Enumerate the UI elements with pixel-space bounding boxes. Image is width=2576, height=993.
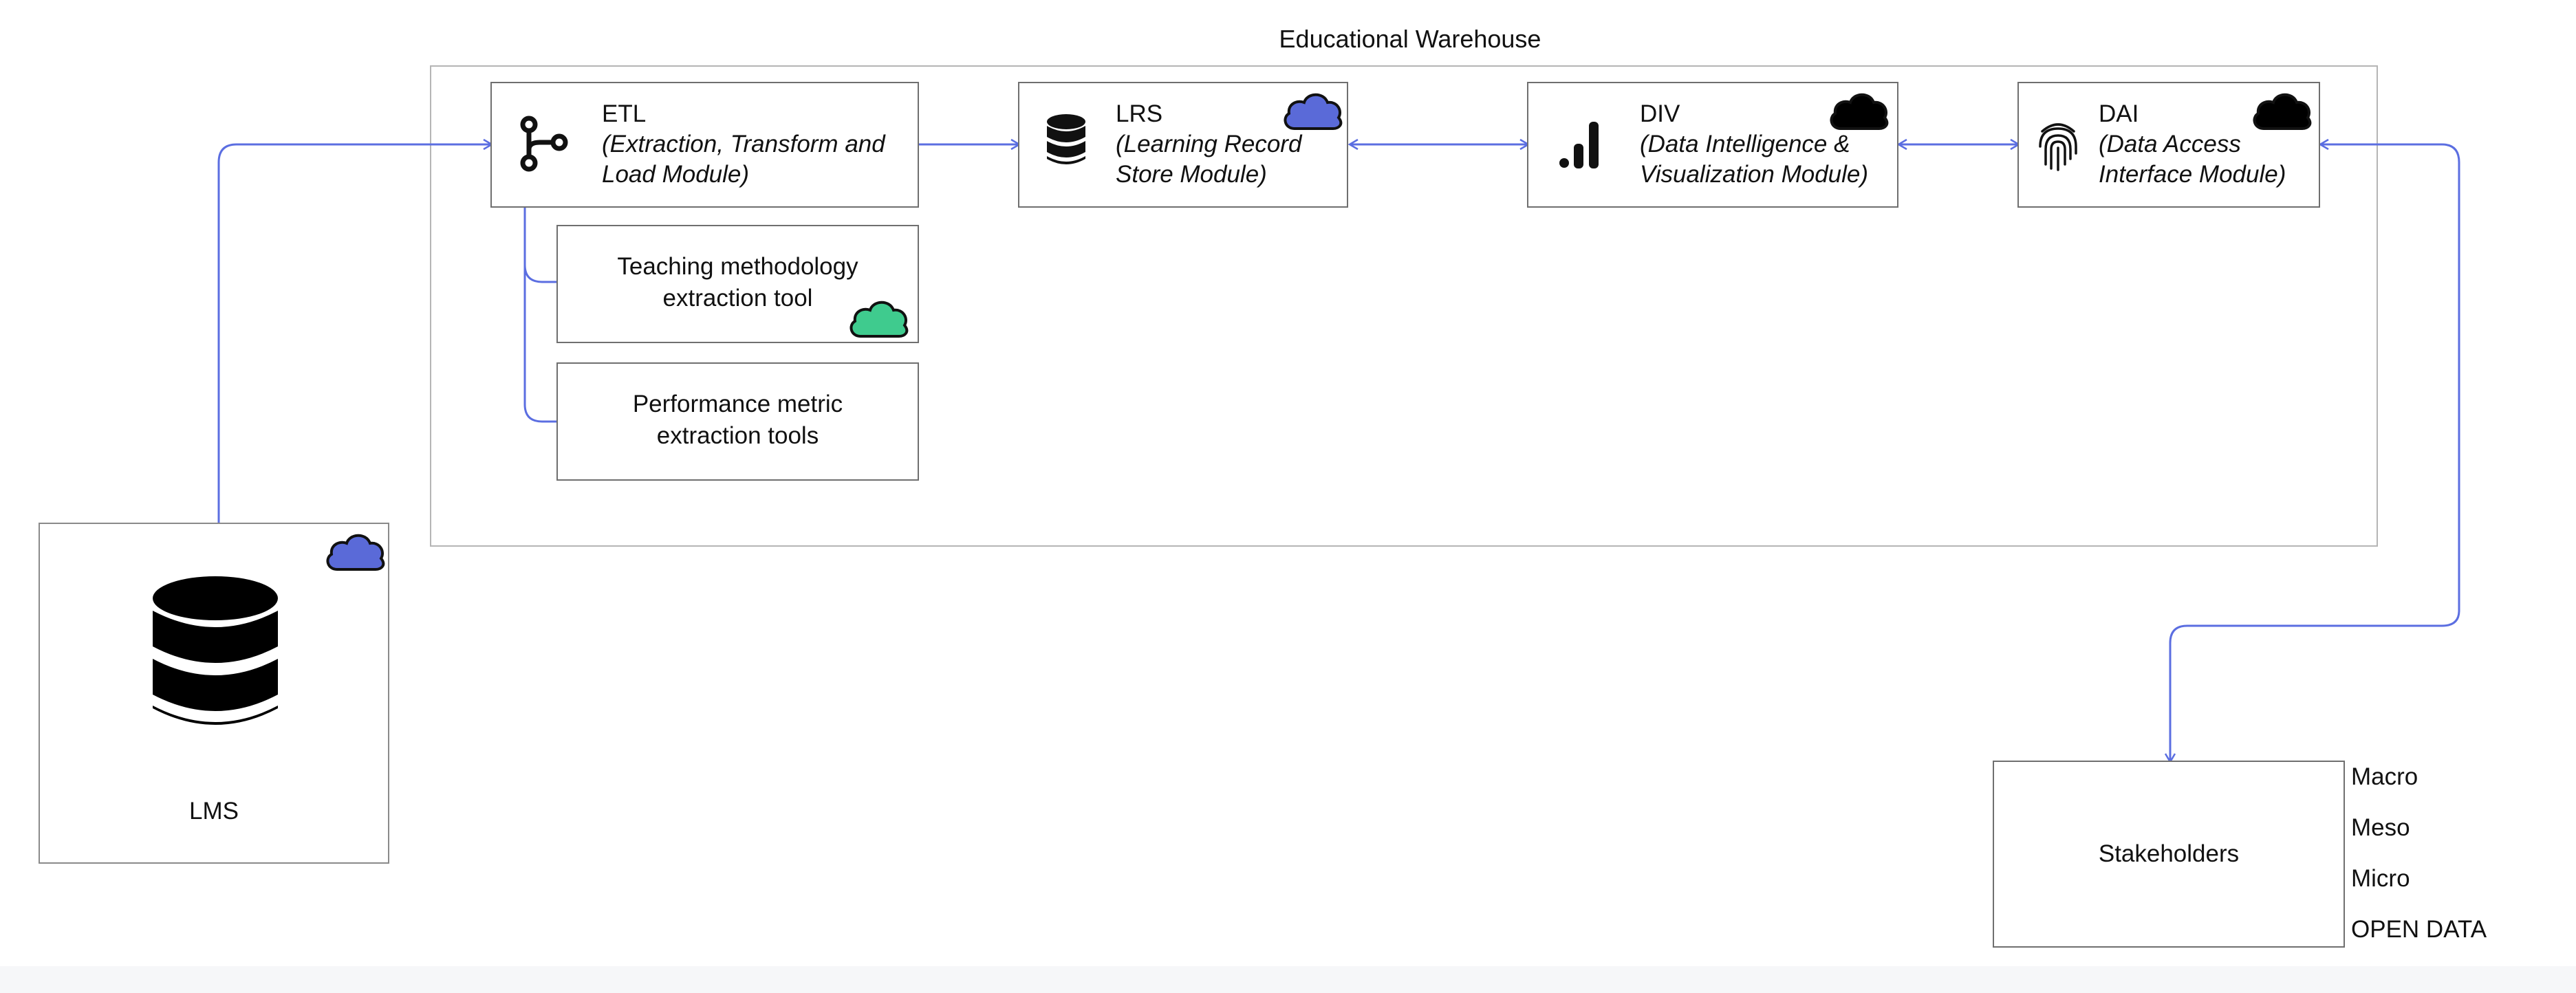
lrs-module: LRS (Learning Record Store Module) [1018,82,1348,208]
cloud-icon [326,534,385,571]
teaching-methodology-tool: Teaching methodology extraction tool [556,225,919,343]
dai-title: DAI [2099,100,2139,127]
warehouse-title: Educational Warehouse [1279,25,1541,53]
lms-label: LMS [189,798,239,825]
performance-metric-tool: Performance metric extraction tools [556,362,919,481]
stakeholder-level-meso: Meso [2351,814,2410,841]
etl-subtitle-2: Load Module) [602,161,750,188]
div-title: DIV [1640,100,1680,127]
stakeholders-label: Stakeholders [2098,840,2240,867]
cloud-icon [1284,93,1343,130]
stakeholder-level-macro: Macro [2351,763,2418,790]
performance-tool-line2: extraction tools [656,422,819,449]
div-module: DIV (Data Intelligence & Visualization M… [1527,82,1898,208]
teaching-tool-line2: extraction tool [662,285,813,312]
lrs-title: LRS [1116,100,1163,127]
branch-icon [520,116,568,172]
etl-subtitle: (Extraction, Transform and [602,131,885,157]
div-subtitle-2: Visualization Module) [1640,161,1869,188]
etl-title: ETL [602,100,647,127]
stakeholder-level-micro: Micro [2351,865,2410,892]
bottom-strip [0,966,2576,993]
stakeholder-level-open-data: OPEN DATA [2351,916,2487,943]
dai-module: DAI (Data Access Interface Module) [2017,82,2320,208]
fingerprint-icon [2039,123,2077,171]
database-icon [153,576,278,725]
dai-subtitle-2: Interface Module) [2099,161,2286,188]
cloud-icon [849,301,909,338]
div-subtitle: (Data Intelligence & [1640,131,1850,157]
etl-module: ETL (Extraction, Transform and Load Modu… [490,82,919,208]
dai-subtitle: (Data Access [2099,131,2241,157]
stakeholders-box: Stakeholders [1993,761,2345,948]
etl-tools-branch [523,206,558,423]
connector-dai-stakeholders [2164,138,2460,764]
lrs-subtitle: (Learning Record [1116,131,1302,157]
database-icon [1047,114,1085,164]
cloud-icon [1830,93,1889,130]
connector-lms-etl [217,138,494,523]
cloud-icon [2253,93,2312,130]
lrs-subtitle-2: Store Module) [1116,161,1267,188]
bar-chart-icon [1559,122,1599,168]
performance-tool-line1: Performance metric [632,391,843,417]
lms-box: LMS [39,523,389,864]
teaching-tool-line1: Teaching methodology [617,253,858,280]
educational-warehouse-container [430,65,2378,547]
